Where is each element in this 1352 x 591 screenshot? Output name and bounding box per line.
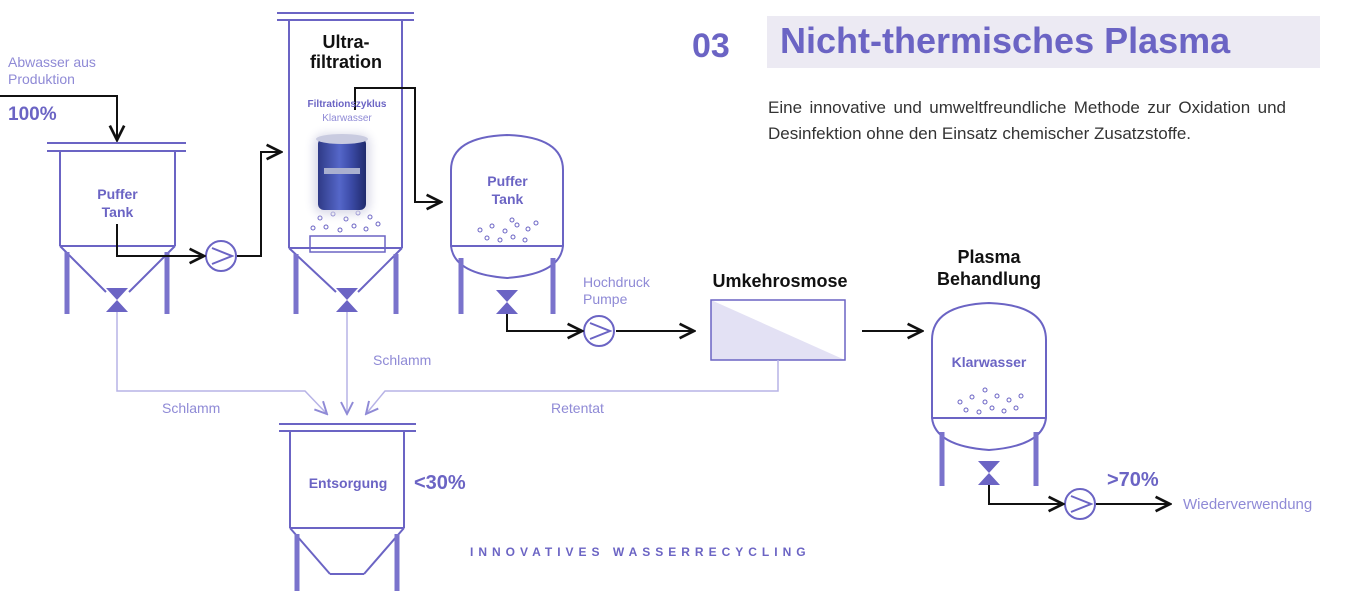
section-number: 03 — [692, 27, 730, 65]
disposal-percent: <30% — [414, 472, 466, 494]
reuse-percent: >70% — [1107, 469, 1159, 491]
section-title: Nicht-thermisches Plasma — [780, 20, 1231, 61]
retentate-label: Retentat — [551, 400, 604, 416]
disposal-container — [279, 423, 416, 575]
valve-3 — [496, 290, 518, 314]
sludge-label-tank1: Schlamm — [162, 400, 221, 416]
reverse-osmosis-title: Umkehrosmose — [712, 271, 848, 291]
source-label-line2: Produktion — [8, 71, 75, 87]
plasma-tank — [931, 301, 1047, 452]
heading-background — [767, 16, 1320, 68]
ultrafiltration-title-line2: filtration — [310, 52, 382, 72]
source-label-line1: Abwasser aus — [8, 54, 96, 70]
pump-2-high-pressure — [583, 315, 615, 347]
hp-pump-label-line1: Hochdruck — [583, 274, 650, 290]
bubbles-uf — [310, 210, 381, 233]
plasma-title-line1: Plasma — [957, 247, 1021, 267]
buffer-tank-1-label-line2: Tank — [101, 204, 134, 220]
filtration-cycle-label: Filtrationszyklus — [307, 99, 387, 110]
sludge-label-uf: Schlamm — [373, 352, 432, 368]
buffer-tank-1-legs — [64, 252, 170, 314]
reverse-osmosis-module — [710, 299, 846, 361]
filter-cartridge-image — [316, 134, 368, 210]
plasma-tank-legs — [939, 432, 1039, 486]
buffer-tank-2-legs — [458, 258, 556, 314]
reuse-label: Wiederverwendung — [1183, 496, 1313, 513]
buffer-tank-2 — [450, 133, 564, 280]
process-flow-lines — [0, 87, 1170, 504]
buffer-tank-2-label-line1: Puffer — [487, 173, 528, 189]
plasma-title-line2: Behandlung — [937, 269, 1041, 289]
bubbles-plasma — [957, 387, 1024, 415]
valve-1 — [106, 288, 128, 312]
waste-flow-lines — [116, 312, 779, 414]
filtration-clear-water-label: Klarwasser — [322, 113, 372, 124]
buffer-tank-2-label-line2: Tank — [491, 191, 524, 207]
pump-3 — [1064, 488, 1096, 520]
bubbles-tank2 — [477, 217, 539, 243]
ultrafiltration-title-line1: Ultra- — [322, 32, 370, 52]
hp-pump-label-line2: Pumpe — [583, 291, 628, 307]
ultrafiltration-legs — [293, 254, 399, 314]
footer-tagline: INNOVATIVES WASSERRECYCLING — [470, 545, 811, 559]
disposal-label: Entsorgung — [308, 475, 388, 491]
plasma-tank-label: Klarwasser — [951, 354, 1027, 370]
disposal-legs — [294, 534, 400, 591]
valve-4 — [978, 461, 1000, 485]
intro-paragraph: Eine innovative und umweltfreundliche Me… — [768, 98, 1286, 144]
buffer-tank-1-label-line1: Puffer — [97, 186, 138, 202]
source-percent: 100% — [8, 104, 57, 125]
valve-2 — [336, 288, 358, 312]
pump-1 — [205, 240, 237, 272]
ultrafiltration-column — [277, 12, 414, 293]
